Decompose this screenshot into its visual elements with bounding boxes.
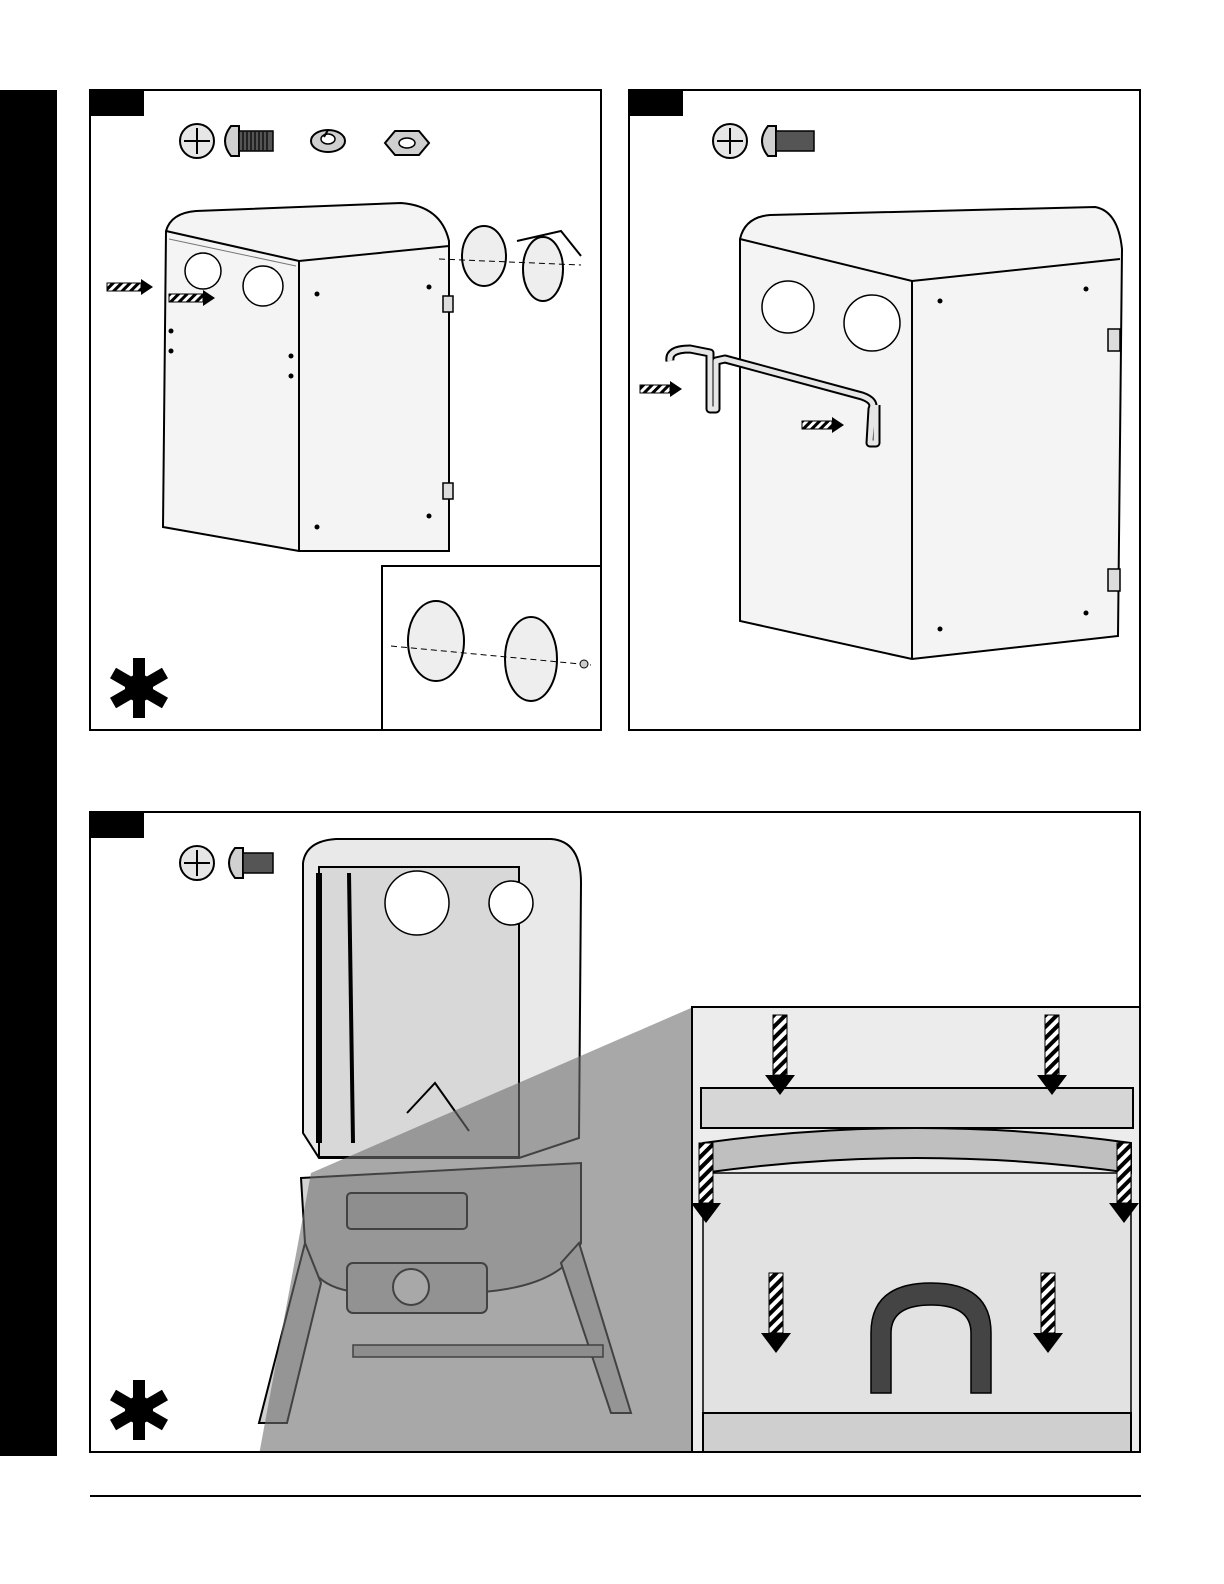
hex-nut-icon bbox=[385, 131, 429, 155]
bolt-icon bbox=[229, 848, 273, 878]
smoker-cabinet bbox=[740, 207, 1122, 659]
gear-asterisk-icon bbox=[110, 1380, 168, 1440]
phillips-head-icon bbox=[180, 846, 214, 880]
footer-rule bbox=[90, 1495, 1141, 1497]
step-panel-2 bbox=[628, 89, 1141, 731]
detail-inset bbox=[382, 566, 602, 731]
detail-inset bbox=[691, 1007, 1141, 1453]
gear-asterisk-icon bbox=[110, 658, 168, 718]
vent-cover-assembly bbox=[439, 226, 581, 301]
section-side-bar bbox=[0, 90, 57, 1456]
lock-washer-icon bbox=[311, 130, 345, 152]
step-3-illustration bbox=[91, 813, 1141, 1453]
smoker-cabinet bbox=[163, 203, 453, 551]
phillips-head-icon bbox=[713, 124, 747, 158]
phillips-head-icon bbox=[180, 124, 214, 158]
bolt-icon bbox=[762, 126, 814, 156]
step-1-illustration bbox=[91, 91, 602, 731]
step-panel-1 bbox=[89, 89, 602, 731]
bolt-icon bbox=[225, 126, 273, 156]
step-panel-3 bbox=[89, 811, 1141, 1453]
step-2-illustration bbox=[630, 91, 1141, 731]
